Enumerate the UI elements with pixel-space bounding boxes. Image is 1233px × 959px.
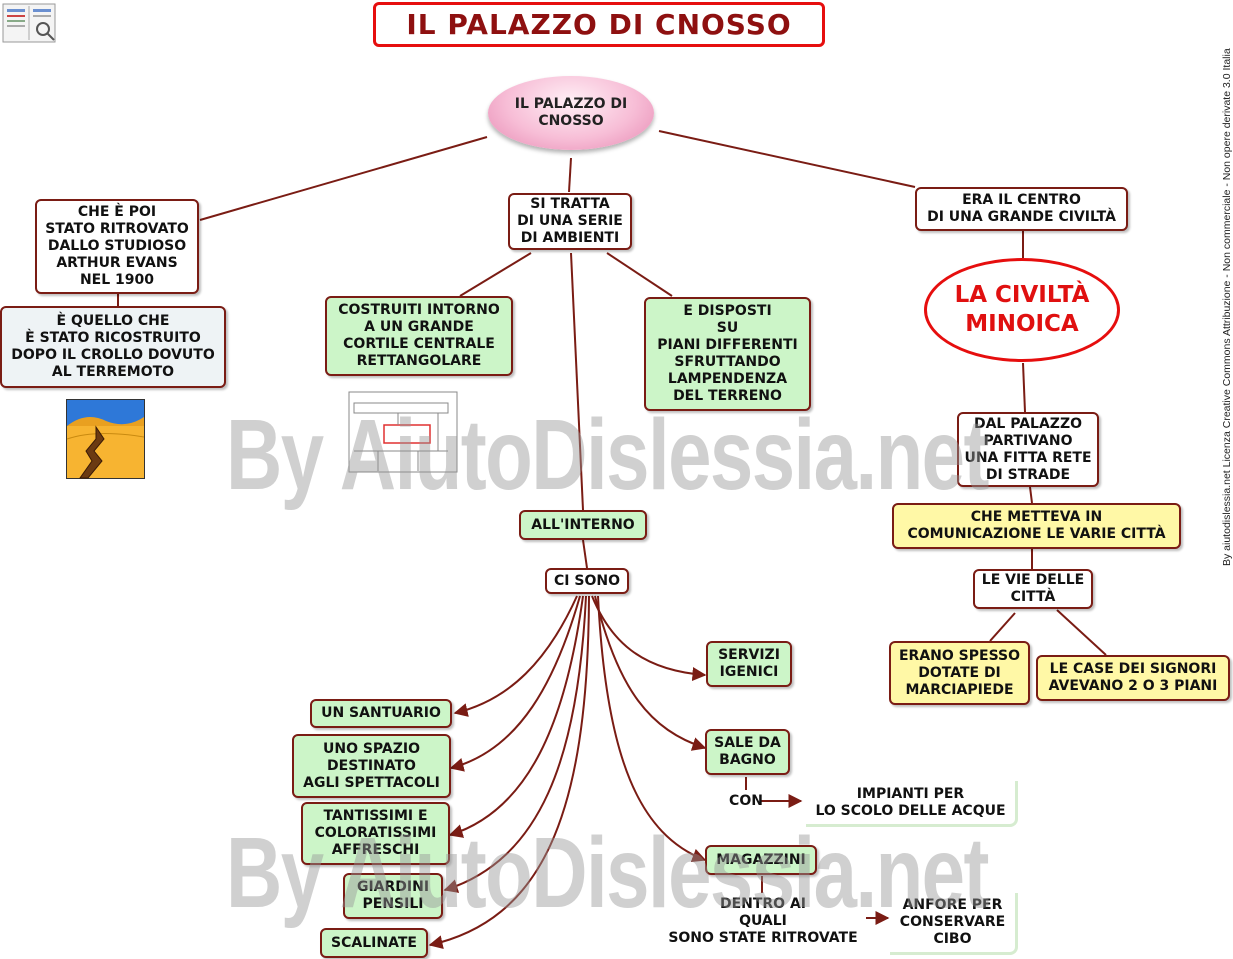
amphorae-node: ANFORE PER CONSERVARE CIBO [890,893,1018,955]
sanctuary-node: UN SANTUARIO [310,699,452,728]
frescoes-node: TANTISSIMI E COLORATISSIMI AFFRESCHI [301,802,450,865]
connected-node: CHE METTEVA IN COMUNICAZIONE LE VARIE CI… [892,503,1181,549]
stores-node: MAGAZZINI [705,845,817,875]
with-label: CON [729,792,763,809]
license-text: By aiutodislessia.net Licenza Creative C… [1221,48,1233,566]
stairs-node: SCALINATE [320,928,428,958]
floorplan-icon [348,391,460,475]
sidewalks-node: ERANO SPESSO DOTATE DI MARCIAPIEDE [889,641,1030,705]
there-are-node: CI SONO [545,568,629,594]
gardens-node: GIARDINI PENSILI [343,873,443,919]
streets-node: LE VIE DELLE CITTÀ [973,569,1093,609]
book-icon [2,2,58,44]
roads-node: DAL PALAZZO PARTIVANO UNA FITTA RETE DI … [957,412,1099,487]
inside-which-label: DENTRO AI QUALI SONO STATE RITROVATE [668,895,858,946]
toilets-node: SERVIZI IGENICI [706,641,792,687]
bathrooms-node: SALE DA BAGNO [705,729,790,775]
rebuilt-node: CHE È POI STATO RITROVATO DALLO STUDIOSO… [35,199,199,294]
earthquake-node: È QUELLO CHE È STATO RICOSTRUITO DOPO IL… [0,306,226,388]
shows-node: UNO SPAZIO DESTINATO AGLI SPETTACOLI [292,734,451,798]
earthquake-icon [66,399,145,479]
minoan-civilization-node: LA CIVILTÀ MINOICA [924,258,1120,362]
page-title: IL PALAZZO DI CNOSSO [373,2,825,47]
series-node: SI TRATTA DI UNA SERIE DI AMBIENTI [508,193,632,250]
houses-node: LE CASE DEI SIGNORI AVEVANO 2 O 3 PIANI [1036,655,1230,701]
courtyard-node: COSTRUITI INTORNO A UN GRANDE CORTILE CE… [325,296,513,376]
inside-node: ALL'INTERNO [519,510,647,540]
center-of-node: ERA IL CENTRO DI UNA GRANDE CIVILTÀ [915,187,1128,231]
drains-node: IMPIANTI PER LO SCOLO DELLE ACQUE [806,781,1018,827]
levels-node: E DISPOSTI SU PIANI DIFFERENTI SFRUTTAND… [644,297,811,411]
root-node: IL PALAZZO DI CNOSSO [488,76,654,150]
